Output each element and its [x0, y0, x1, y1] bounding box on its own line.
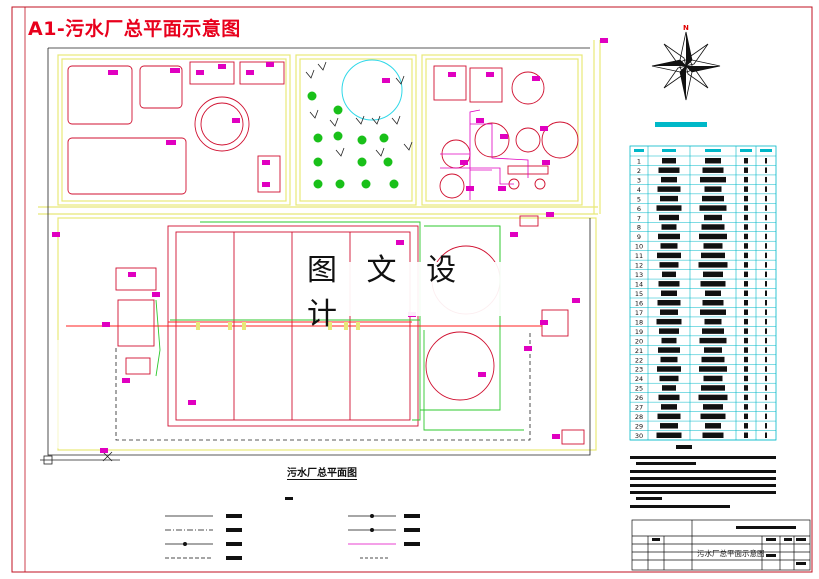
- table-row-number: 7: [637, 214, 641, 222]
- gate-marker: [43, 455, 53, 465]
- green-zone: [305, 59, 413, 189]
- boundary-white: [57, 340, 118, 449]
- table-row-number: 1: [637, 157, 641, 165]
- legend-table: 1234567891011121314151617181920212223242…: [629, 122, 777, 441]
- table-row-number: 11: [635, 252, 643, 260]
- watermark: 图 文 设 计: [307, 253, 517, 332]
- table-row-number: 25: [635, 385, 643, 393]
- table-row-number: 3: [637, 176, 641, 184]
- plan-title: 污水厂总平面图: [287, 464, 357, 480]
- table-row-number: 19: [635, 328, 643, 336]
- landscape-pond: [341, 59, 403, 121]
- table-row-number: 18: [635, 318, 643, 326]
- fence-line: [115, 332, 531, 441]
- sludge-area: [433, 65, 579, 199]
- table-row-number: 29: [635, 423, 643, 431]
- site-boundary: [47, 48, 591, 456]
- north-arrow-icon: [651, 31, 721, 101]
- table-row-number: 21: [635, 347, 643, 355]
- table-row-number: 16: [635, 299, 643, 307]
- north-label: N: [683, 24, 689, 32]
- table-row-number: 9: [637, 233, 641, 241]
- table-row-number: 4: [637, 186, 641, 194]
- table-row-number: 26: [635, 394, 643, 402]
- table-row-number: 27: [635, 404, 643, 412]
- table-row-number: 30: [635, 432, 643, 440]
- title-block-drawing-name: 污水厂总平面示意图: [697, 549, 765, 558]
- table-row-number: 13: [635, 271, 643, 279]
- sheet-frame: [11, 6, 813, 573]
- title-block: [631, 519, 811, 571]
- main-pipeline: [66, 321, 542, 327]
- table-row-number: 8: [637, 224, 641, 232]
- table-row-number: 14: [635, 281, 643, 289]
- table-row-number: 6: [637, 205, 641, 213]
- table-row-number: 20: [635, 337, 643, 345]
- annotation-tags: [52, 38, 608, 453]
- title-block-text: [652, 526, 806, 565]
- table-row-number: 15: [635, 290, 643, 298]
- table-row-number: 22: [635, 356, 643, 364]
- design-notes: [630, 445, 776, 508]
- table-row-number: 28: [635, 413, 643, 421]
- table-row-number: 12: [635, 262, 643, 270]
- road-network: [38, 40, 601, 451]
- table-row-number: 23: [635, 366, 643, 374]
- table-row-number: 17: [635, 309, 643, 317]
- office-block: [67, 61, 285, 195]
- sludge-pipes: [440, 109, 529, 200]
- sheet-title: A1-污水厂总平面示意图: [28, 18, 241, 40]
- yellow-markers: [196, 322, 360, 330]
- table-row-number: 5: [637, 195, 641, 203]
- table-row-number: 10: [635, 243, 643, 251]
- table-row-number: 2: [637, 167, 641, 175]
- table-row-number: 24: [635, 375, 643, 383]
- line-legend: [165, 497, 420, 560]
